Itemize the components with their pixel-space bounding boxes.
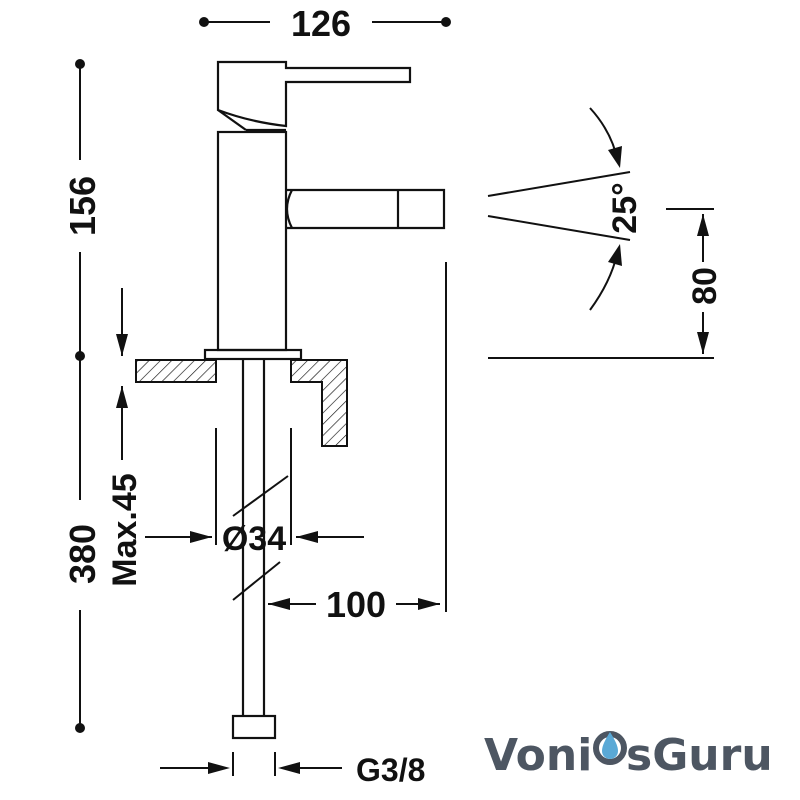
label-spout-height: 80 — [686, 267, 724, 305]
connector-nut — [231, 714, 277, 740]
logo-text-part1: Voni — [484, 730, 592, 781]
lever-handle — [216, 60, 412, 128]
label-width-top: 126 — [291, 3, 351, 44]
dimension-lines — [79, 21, 714, 776]
label-deck-thickness: Max.45 — [106, 473, 144, 586]
faucet-body — [203, 60, 446, 740]
dimension-arrows — [116, 146, 709, 774]
label-thread: G3/8 — [356, 752, 425, 788]
dimension-dots — [75, 17, 451, 733]
label-hole-diameter: Ø34 — [222, 520, 286, 558]
label-total-height: 380 — [62, 524, 103, 584]
label-spout-angle: 25° — [606, 182, 644, 233]
faucet-column — [216, 130, 288, 352]
logo-text-part2: sGuru — [626, 730, 773, 781]
base-flange — [203, 348, 303, 361]
label-spout-reach: 100 — [326, 584, 386, 625]
dimension-labels: 126 156 25° 80 Max.45 380 Ø34 100 G3/8 — [62, 3, 724, 788]
spout — [286, 188, 446, 230]
water-drop-icon — [593, 731, 627, 765]
brand-logo: Voni sGuru — [484, 730, 773, 781]
label-height-body: 156 — [62, 176, 103, 236]
deck-section — [135, 359, 348, 447]
